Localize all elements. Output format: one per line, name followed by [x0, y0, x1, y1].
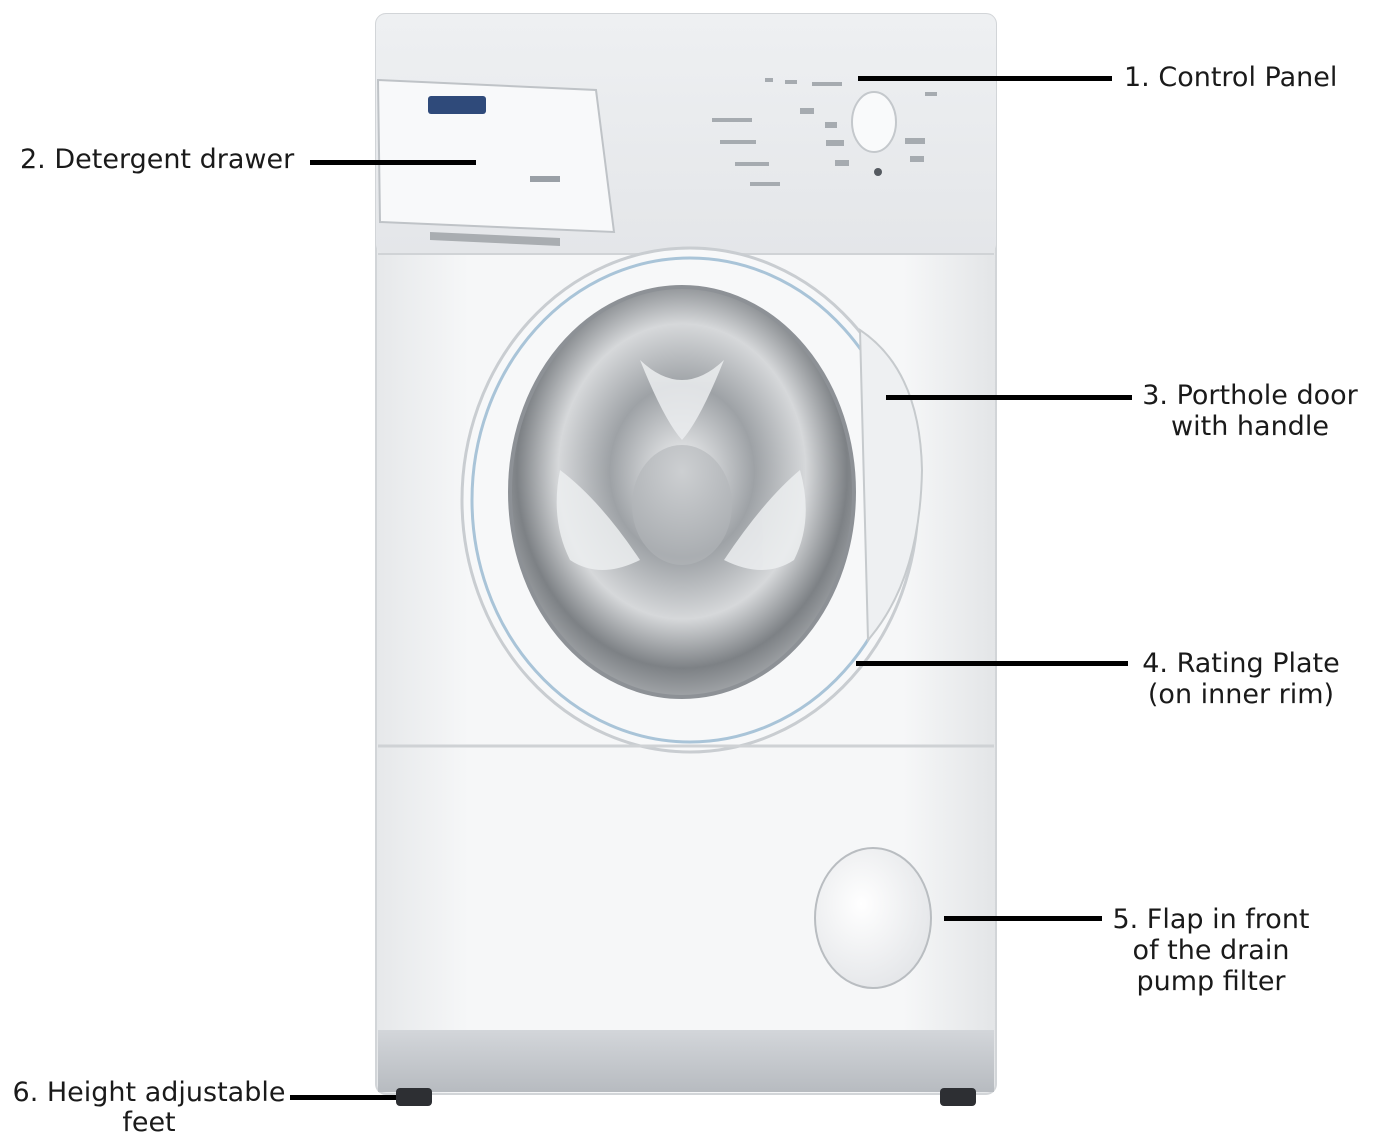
callout-text: 2. Detergent drawer: [20, 144, 295, 175]
callout-drain-pump-flap: 5. Flap in front of the drain pump filte…: [1104, 904, 1318, 997]
leader-adjustable-feet: [290, 1095, 396, 1100]
leader-rating-plate: [856, 661, 1128, 666]
callout-text: with handle: [1171, 411, 1329, 442]
callout-text: 5. Flap in front: [1112, 904, 1310, 935]
left-foot: [396, 1088, 432, 1106]
callout-rating-plate: 4. Rating Plate (on inner rim): [1134, 648, 1348, 710]
program-dial: [851, 91, 897, 153]
leader-control-panel: [858, 76, 1112, 81]
detergent-drawer-shape: [376, 78, 616, 234]
door-handle: [858, 328, 924, 643]
leader-detergent-drawer: [310, 160, 476, 165]
callout-text: 4. Rating Plate: [1142, 648, 1340, 679]
callout-text: of the drain: [1132, 935, 1290, 966]
callout-text: 3. Porthole door: [1142, 380, 1358, 411]
control-panel-markings: [712, 78, 937, 186]
right-foot: [940, 1088, 976, 1106]
leader-porthole-door: [886, 395, 1132, 400]
callout-detergent-drawer: 2. Detergent drawer: [20, 144, 294, 175]
leader-drain-pump-flap: [944, 916, 1102, 921]
callout-text: feet: [122, 1107, 176, 1138]
callout-text: 1. Control Panel: [1124, 62, 1338, 93]
callout-porthole-door: 3. Porthole door with handle: [1134, 380, 1366, 442]
drain-pump-flap-shape: [814, 847, 932, 989]
callout-control-panel: 1. Control Panel: [1124, 62, 1337, 93]
callout-text: pump filter: [1136, 966, 1286, 997]
callout-text: 6. Height adjustable: [12, 1077, 286, 1108]
callout-adjustable-feet: 6. Height adjustable feet: [4, 1078, 294, 1138]
callout-text: (on inner rim): [1147, 679, 1335, 710]
plinth: [378, 1030, 994, 1092]
